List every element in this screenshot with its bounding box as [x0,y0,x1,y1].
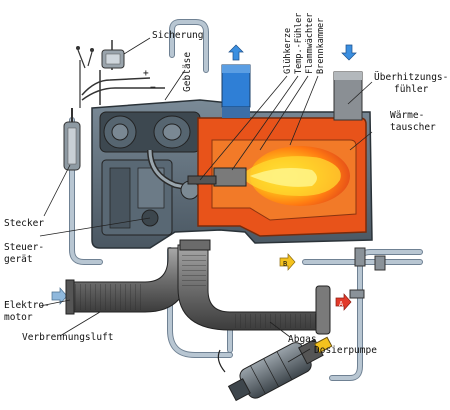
label-sicherung: Sicherung [152,30,203,41]
label-verbrennungsluft: Verbrennungsluft [22,332,114,343]
dosing-pump [217,336,333,402]
fuel-fittings [349,247,386,299]
fuse [101,49,125,69]
label-steuer-2: gerät [4,254,33,265]
exhaust-duct [177,239,331,335]
sensor-leaders [199,75,319,181]
label-waerme-2: tauscher [390,122,436,133]
label-abgas: Abgas [288,334,317,345]
label-temp-fuehler: Temp.-Fühler [294,13,304,74]
label-gluehkerze: Glühkerze [283,28,293,74]
label-dosierpumpe: Dosierpumpe [314,345,377,356]
label-leaders [39,37,373,363]
fuel-arrow [279,253,296,271]
air-in-arrow [51,287,68,305]
battery-terminals: + − [143,68,156,93]
combustion-air-duct [65,247,191,315]
wiring-harness [76,40,165,108]
label-elektro-1: Elektro- [4,300,50,311]
coolant-in-arrow [341,44,357,61]
label-ueberhitzung-2: fühler [394,84,429,95]
labels: Sicherung Gebläse Glühkerze Temp.-Fühler… [4,13,448,356]
marker-a: A [339,300,344,308]
coolant-out-arrow [228,44,244,61]
connector [63,108,81,171]
minus-sign: − [150,82,156,93]
label-waerme-1: Wärme- [390,110,424,121]
label-ueberhitzung-1: Überhitzungs- [374,72,448,83]
label-brennkammer: Brennkammer [316,18,326,74]
marker-b: B [283,260,287,268]
exhaust-arrow [335,293,352,311]
plus-sign: + [143,68,149,79]
label-elektro-2: motor [4,312,33,323]
coolant-ports [221,64,363,121]
label-steuer-1: Steuer- [4,242,44,253]
heat-exchanger [187,117,367,237]
label-geblaese: Gebläse [182,52,193,92]
flow-arrows: A B [51,44,357,311]
label-flammwaechter: Flammwächter [305,13,315,74]
label-stecker: Stecker [4,218,44,229]
